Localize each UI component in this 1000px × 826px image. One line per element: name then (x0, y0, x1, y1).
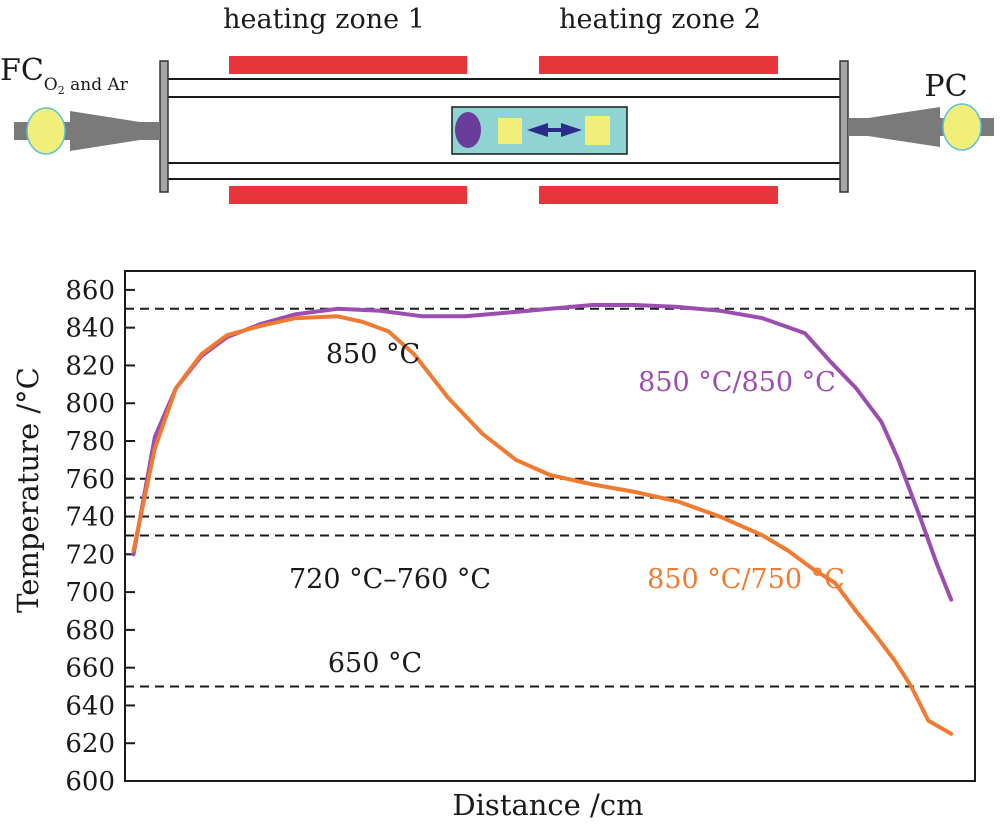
y-tick-label: 840 (65, 314, 115, 344)
y-tick-label: 680 (65, 616, 115, 646)
furnace-diagram: heating zone 1 heating zone 2 FCO2 and A… (0, 4, 994, 204)
heater-zone2-top (539, 56, 778, 74)
y-tick-label: 860 (65, 276, 115, 306)
y-tick-label: 620 (65, 729, 115, 759)
tube-end-left (159, 60, 169, 193)
y-axis-label: Temperature /°C (11, 367, 45, 613)
heater-zone1-bottom (229, 186, 467, 204)
y-tick-label: 740 (65, 503, 115, 533)
tube-end-right (839, 60, 849, 193)
annotation-850: 850 °C (326, 339, 420, 370)
inlet-nozzle (70, 111, 140, 151)
outlet-sensor (942, 103, 982, 151)
outlet-nozzle (868, 107, 940, 147)
series-line-2 (131, 314, 954, 736)
y-tick-label: 720 (65, 540, 115, 570)
zone2-label: heating zone 2 (559, 4, 761, 35)
annotation-650: 650 °C (328, 648, 422, 679)
heater-zone2-bottom (539, 186, 778, 204)
y-tick-label: 820 (65, 351, 115, 381)
y-tick-label: 660 (65, 654, 115, 684)
reference-lines (125, 307, 975, 688)
temperature-chart: 860 840 820 800 780 760 740 720 700 680 660 640 620 6… (11, 270, 976, 822)
double-arrow-icon (527, 123, 582, 137)
legend-series-2: 850 °C/750 °C (647, 564, 845, 595)
heater-zone1-top (229, 56, 467, 74)
y-tick-label: 600 (65, 767, 115, 797)
zone1-label: heating zone 1 (223, 4, 425, 35)
substrate-right (585, 116, 610, 145)
y-tick-label: 800 (65, 389, 115, 419)
series-lines (131, 303, 954, 736)
outlet-label: PC (924, 69, 967, 104)
y-tick-label: 640 (65, 691, 115, 721)
inlet-sensor (26, 107, 66, 155)
y-tick-label: 760 (65, 465, 115, 495)
series-line-1 (131, 303, 954, 602)
tube (168, 78, 840, 180)
x-axis-label: Distance /cm (452, 788, 643, 822)
y-axis-ticks: 860 840 820 800 780 760 740 720 700 680 660 640 620 6… (65, 276, 135, 797)
y-tick-label: 700 (65, 578, 115, 608)
annotation-720-760: 720 °C–760 °C (289, 564, 491, 595)
plot-frame (124, 270, 976, 782)
y-tick-label: 780 (65, 427, 115, 457)
precursor-ellipse (455, 112, 481, 148)
inlet-label: FCO2 and Ar (0, 53, 129, 97)
legend-series-1: 850 °C/850 °C (638, 367, 836, 398)
substrate-left (498, 118, 522, 144)
